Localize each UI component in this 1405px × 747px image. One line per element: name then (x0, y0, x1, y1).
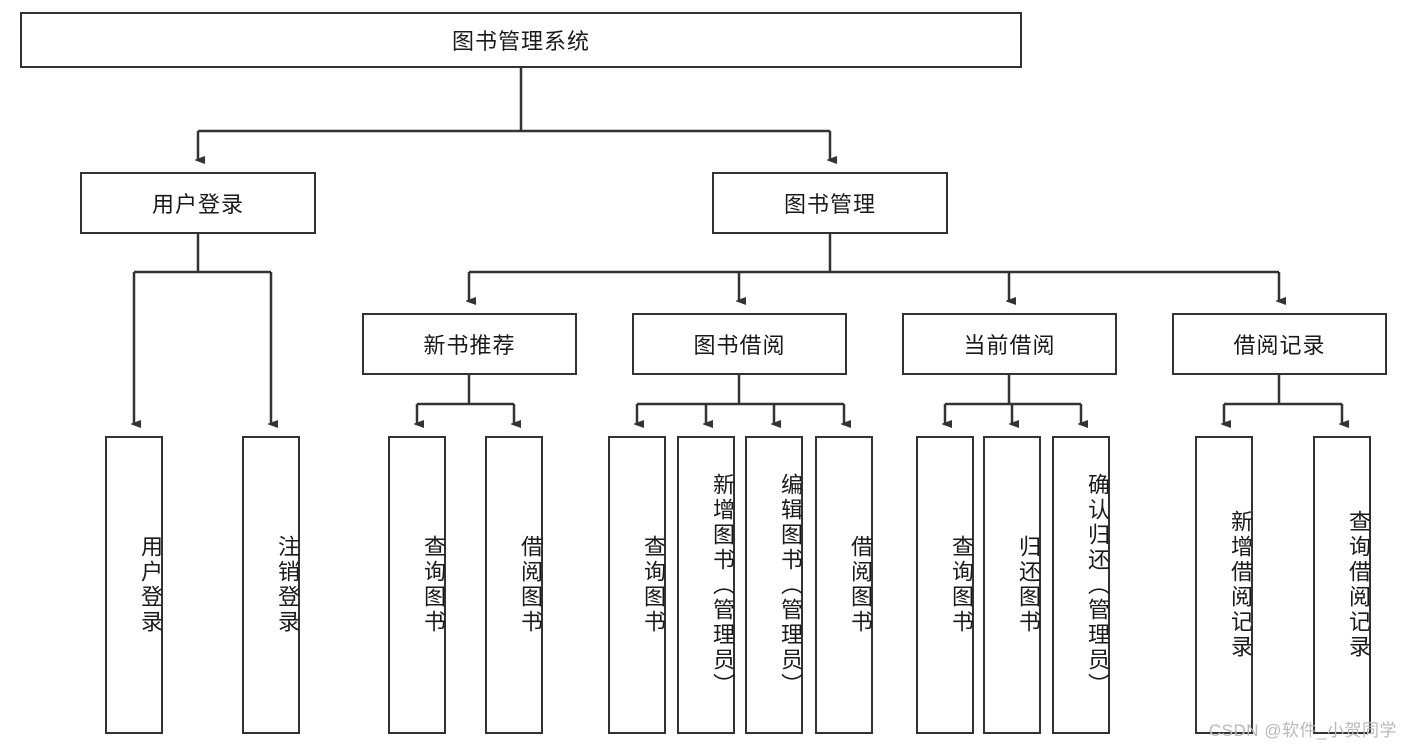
node-leaf-logout[interactable]: 注销登录 (242, 436, 300, 734)
node-leaf-query-book-1-label: 查询图书 (421, 535, 446, 635)
node-book-borrow[interactable]: 图书借阅 (632, 313, 847, 375)
node-leaf-user-login-label: 用户登录 (138, 535, 163, 635)
node-leaf-add-book[interactable]: 新增图书（管理员） (677, 436, 735, 734)
node-current-borrow-label: 当前借阅 (963, 333, 1056, 358)
node-leaf-edit-book[interactable]: 编辑图书（管理员） (745, 436, 803, 734)
node-leaf-confirm-return[interactable]: 确认归还（管理员） (1052, 436, 1110, 734)
node-leaf-query-record[interactable]: 查询借阅记录 (1313, 436, 1371, 734)
node-leaf-confirm-return-label: 确认归还（管理员） (1085, 472, 1110, 698)
node-book-manage-label: 图书管理 (783, 192, 876, 217)
node-new-book-rec-label: 新书推荐 (423, 333, 516, 358)
node-leaf-return-book-label: 归还图书 (1016, 535, 1041, 635)
node-user-login[interactable]: 用户登录 (80, 172, 316, 234)
node-leaf-query-book-3[interactable]: 查询图书 (916, 436, 974, 734)
node-leaf-logout-label: 注销登录 (275, 535, 300, 635)
node-borrow-record-label: 借阅记录 (1233, 333, 1326, 358)
node-book-borrow-label: 图书借阅 (693, 333, 786, 358)
node-leaf-query-book-3-label: 查询图书 (949, 535, 974, 635)
node-borrow-record[interactable]: 借阅记录 (1172, 313, 1387, 375)
node-leaf-user-login[interactable]: 用户登录 (105, 436, 163, 734)
node-root-label: 图书管理系统 (451, 29, 590, 54)
node-leaf-add-book-label: 新增图书（管理员） (710, 472, 735, 698)
node-leaf-borrow-book-2[interactable]: 借阅图书 (815, 436, 873, 734)
node-leaf-query-book-2-label: 查询图书 (641, 535, 666, 635)
node-book-manage[interactable]: 图书管理 (712, 172, 948, 234)
node-leaf-borrow-book-1[interactable]: 借阅图书 (485, 436, 543, 734)
node-leaf-borrow-book-1-label: 借阅图书 (518, 535, 543, 635)
node-leaf-query-record-label: 查询借阅记录 (1346, 510, 1371, 660)
node-user-login-label: 用户登录 (151, 192, 244, 217)
node-leaf-query-book-2[interactable]: 查询图书 (608, 436, 666, 734)
node-leaf-query-book-1[interactable]: 查询图书 (388, 436, 446, 734)
watermark: CSDN @软件_小贺同学 (1208, 721, 1397, 740)
node-root[interactable]: 图书管理系统 (20, 12, 1022, 68)
node-leaf-add-record[interactable]: 新增借阅记录 (1195, 436, 1253, 734)
node-leaf-return-book[interactable]: 归还图书 (983, 436, 1041, 734)
node-leaf-edit-book-label: 编辑图书（管理员） (778, 472, 803, 698)
node-new-book-rec[interactable]: 新书推荐 (362, 313, 577, 375)
node-current-borrow[interactable]: 当前借阅 (902, 313, 1117, 375)
node-leaf-borrow-book-2-label: 借阅图书 (848, 535, 873, 635)
node-leaf-add-record-label: 新增借阅记录 (1228, 510, 1253, 660)
